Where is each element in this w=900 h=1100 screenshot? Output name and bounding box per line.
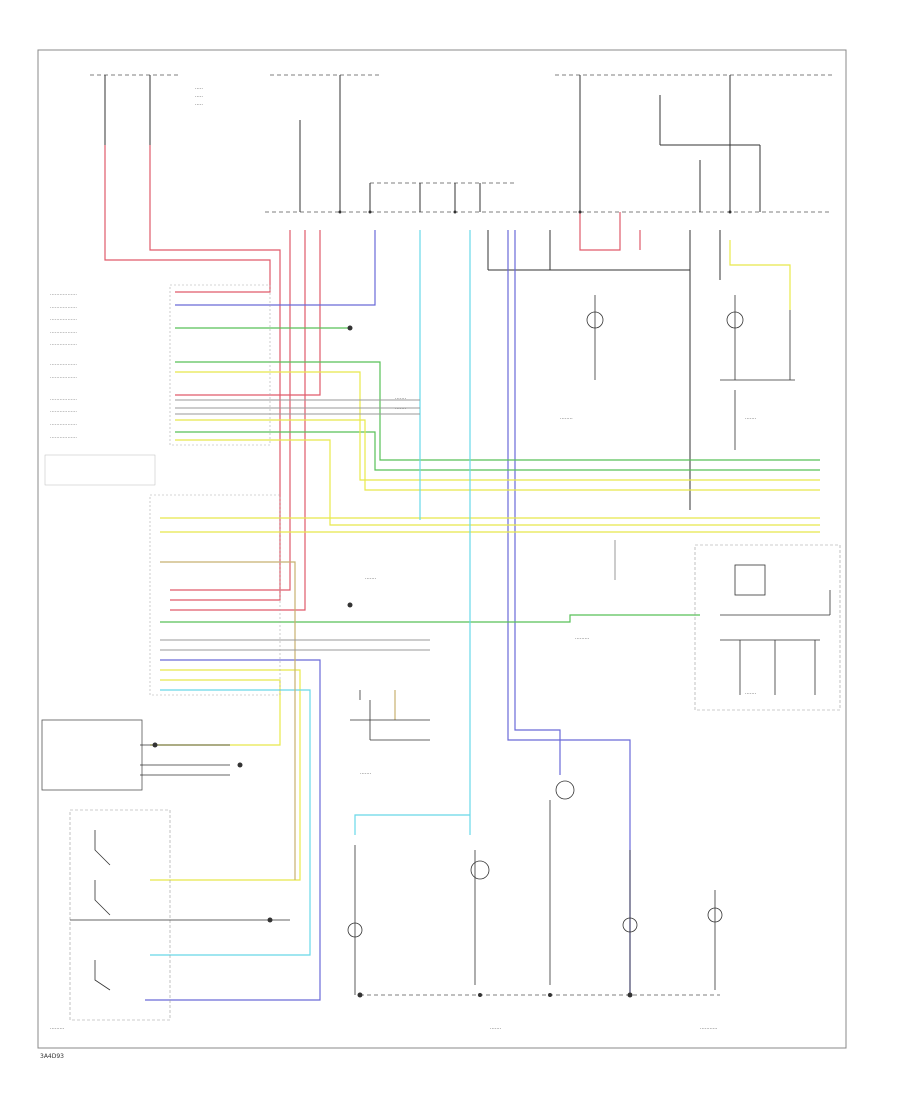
svg-text:·······: ······· (490, 1026, 502, 1032)
svg-text:···········: ··········· (700, 1026, 718, 1032)
red-wires (104, 145, 641, 611)
svg-text:.................: ................. (50, 304, 77, 310)
svg-text:·······: ······· (365, 576, 377, 582)
svg-text:.................: ................. (50, 291, 77, 297)
left-fuse-leads (104, 75, 151, 145)
ground-bus (357, 992, 720, 998)
blue-wires (145, 230, 631, 1001)
yellow-wires (150, 240, 820, 881)
svg-text:.................: ................. (50, 396, 77, 402)
headlamp-switch (41, 719, 290, 1021)
svg-text:.................: ................. (50, 421, 77, 427)
fuse-block-bus (265, 182, 830, 213)
center-switch (350, 690, 430, 741)
svg-text:·······: ······· (395, 396, 407, 402)
svg-text:·······: ······· (745, 416, 757, 422)
svg-text:·······: ······· (745, 691, 757, 697)
footer-code: 3A4D93 (40, 1053, 64, 1060)
diagram-border (37, 49, 847, 1049)
svg-text:·····: ····· (195, 86, 203, 92)
svg-text:········: ········ (560, 416, 573, 422)
svg-text:·····: ····· (195, 94, 203, 100)
black-feed-wires (299, 75, 761, 510)
green-wires (160, 327, 820, 623)
connector-b (44, 454, 281, 696)
cyan-wires (150, 230, 471, 956)
svg-text:·········: ········· (50, 1026, 65, 1032)
connector-a: ................. ................. ....… (50, 284, 271, 446)
svg-text:.................: ................. (50, 434, 77, 440)
svg-text:.................: ................. (50, 374, 77, 380)
svg-text:·········: ········· (575, 636, 590, 642)
svg-text:·····: ····· (195, 102, 203, 108)
gray-wires (160, 399, 616, 651)
junction-dots (338, 210, 732, 608)
svg-text:.................: ................. (50, 408, 77, 414)
svg-text:.................: ................. (50, 329, 77, 335)
svg-text:.................: ................. (50, 316, 77, 322)
svg-text:·······: ······· (395, 406, 407, 412)
svg-text:·······: ······· (360, 771, 372, 777)
svg-text:.................: ................. (50, 341, 77, 347)
component-labels: ····· ····· ····· ······· ······· ······… (50, 86, 757, 1032)
instrument-cluster (694, 544, 841, 711)
lamp-symbols (347, 295, 795, 995)
svg-text:.................: ................. (50, 361, 77, 367)
tan-wires (160, 561, 396, 880)
